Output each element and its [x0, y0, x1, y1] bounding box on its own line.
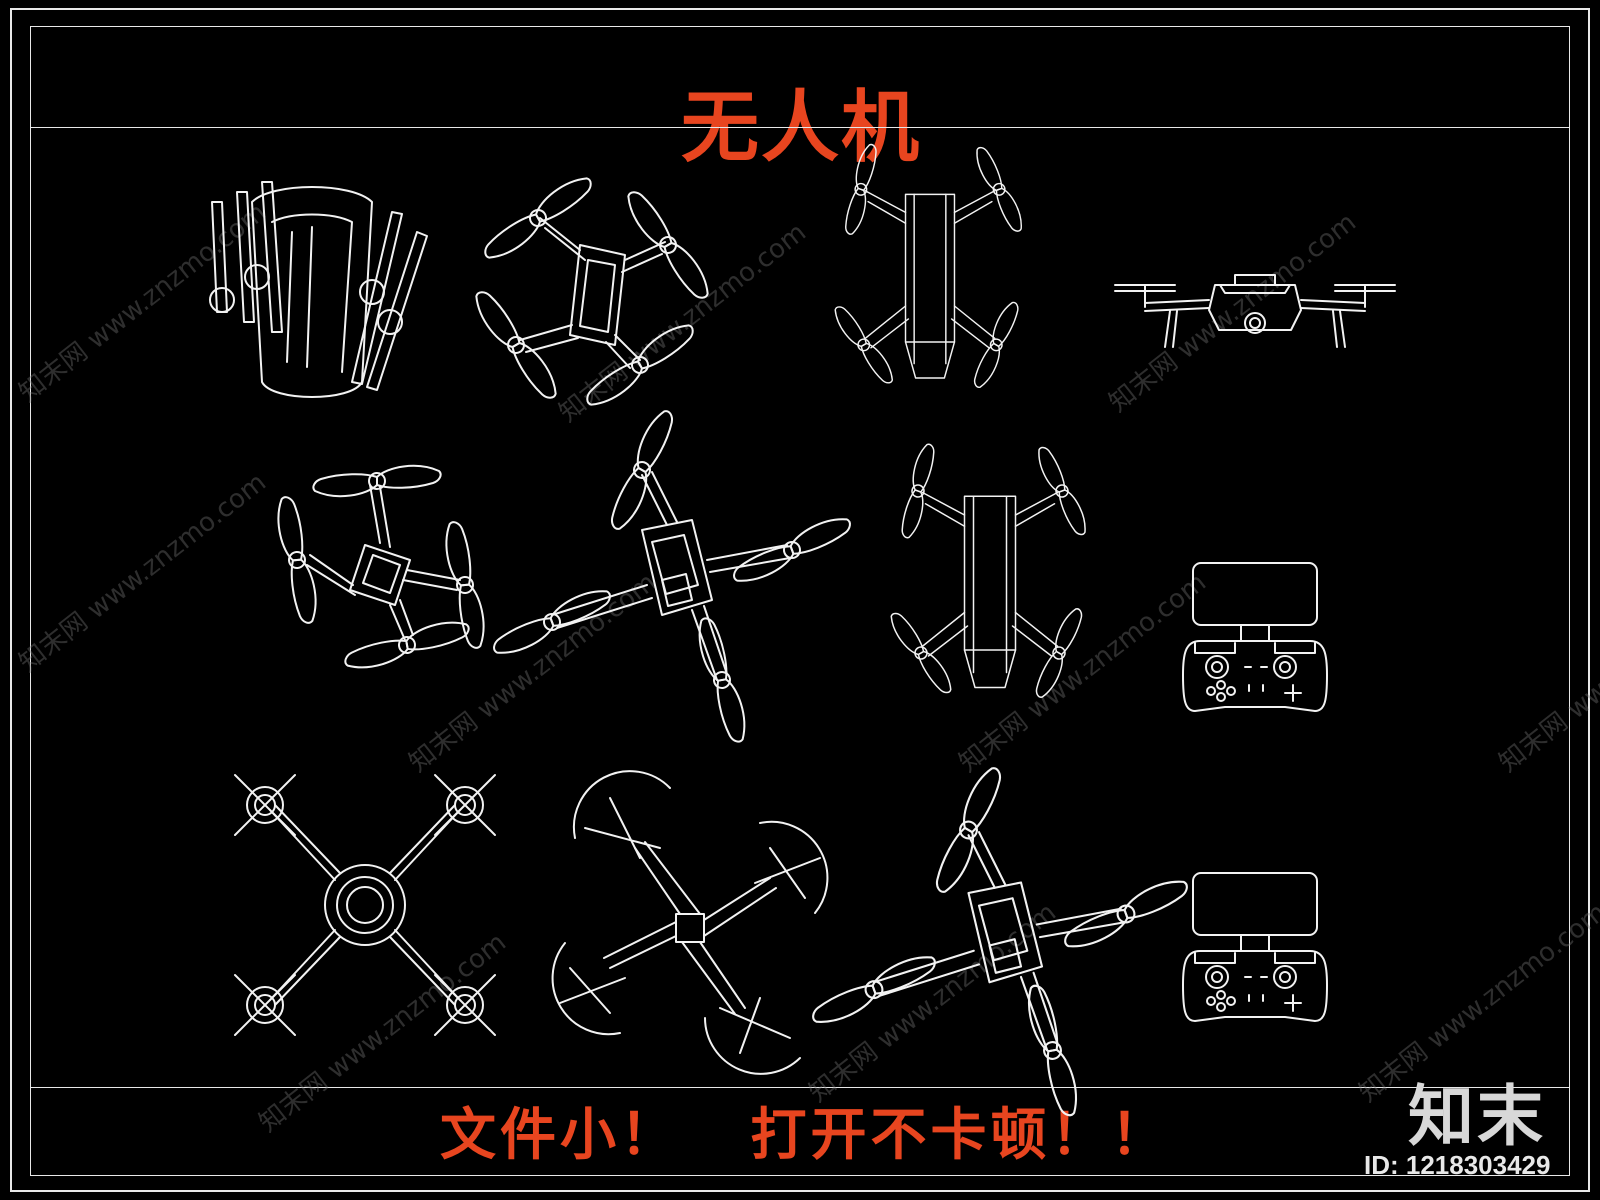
x-frame-drone-icon	[234, 774, 496, 1036]
folded-drone-icon	[209, 181, 428, 398]
quadcopter-top-view-icon	[831, 143, 1028, 390]
drone-perspective-icon	[275, 464, 487, 672]
title-divider	[30, 127, 1570, 128]
guarded-drone-icon	[551, 770, 829, 1075]
quadcopter-top-view-icon	[887, 442, 1092, 700]
inner-border: 无人机	[30, 26, 1570, 1176]
drone-front-view-icon	[1114, 274, 1396, 348]
footer-divider	[30, 1087, 1570, 1088]
remote-controller-icon	[1182, 872, 1328, 1022]
logo: 知末	[1408, 1078, 1546, 1155]
outer-border	[10, 8, 1590, 1192]
remote-controller-icon	[1182, 562, 1328, 712]
footer-slogan: 文件小！ 打开不卡顿！！	[440, 1103, 1171, 1168]
drone-angled-icon	[806, 764, 1194, 1119]
foldable-quadcopter-icon	[470, 172, 714, 411]
image-id: ID: 1218303429	[1364, 1150, 1551, 1180]
page-title: 无人机	[680, 83, 921, 173]
drone-angled-icon	[487, 407, 857, 745]
